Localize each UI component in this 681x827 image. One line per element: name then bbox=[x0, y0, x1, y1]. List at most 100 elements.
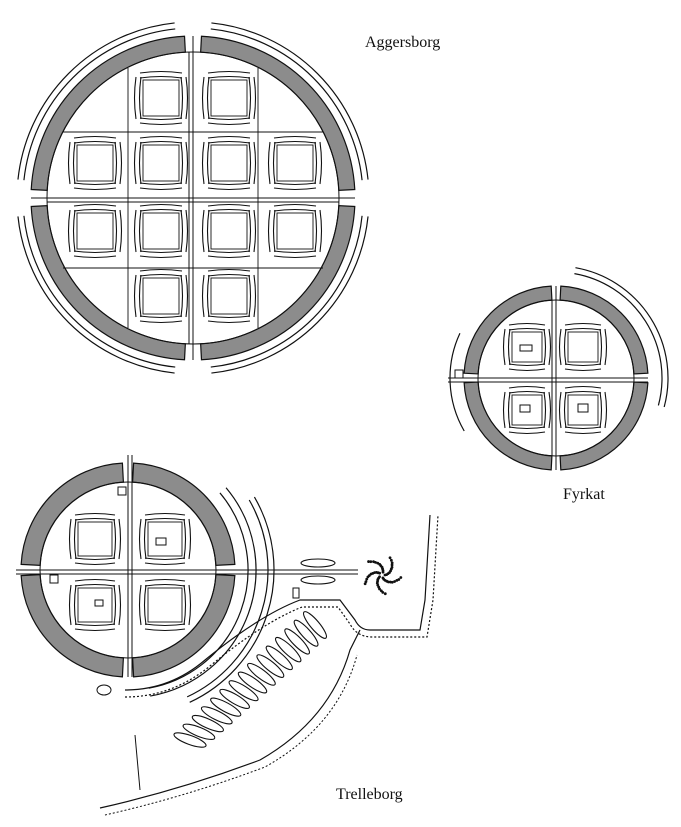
burial-marker bbox=[390, 563, 394, 567]
longhouse-wall bbox=[543, 391, 552, 429]
longhouse-wall bbox=[144, 578, 186, 587]
longhouse-wall bbox=[248, 141, 257, 185]
burial-marker bbox=[397, 578, 401, 581]
burial-marker bbox=[383, 592, 387, 596]
longhouse-wall bbox=[180, 141, 189, 185]
courtyard-outline bbox=[210, 277, 248, 315]
courtyard-outline bbox=[276, 212, 314, 250]
house-quad bbox=[67, 203, 123, 259]
longhouse-wall bbox=[564, 426, 602, 435]
house-quad bbox=[267, 135, 323, 191]
burial-marker bbox=[369, 560, 373, 564]
longhouse-wall bbox=[74, 623, 116, 632]
longhouse-wall bbox=[113, 584, 122, 626]
outer-longhouse bbox=[247, 662, 276, 686]
longhouse-wall bbox=[558, 328, 567, 366]
house-quad bbox=[133, 268, 189, 324]
outer-ward-ditch bbox=[124, 514, 439, 698]
longhouse-wall bbox=[68, 584, 77, 626]
rampart-segment bbox=[200, 35, 356, 191]
burial-marker bbox=[381, 570, 385, 574]
courtyard-outline bbox=[142, 79, 180, 117]
house-quad bbox=[133, 203, 189, 259]
longhouse-wall bbox=[201, 76, 210, 120]
outer-ditch-arc bbox=[23, 28, 176, 181]
outer-longhouse bbox=[293, 619, 319, 647]
house-quad bbox=[201, 70, 257, 126]
outer-longhouse bbox=[274, 636, 302, 663]
burial-marker bbox=[374, 570, 378, 574]
rampart-segment bbox=[30, 35, 186, 191]
house-quad bbox=[138, 512, 192, 566]
rampart-segment bbox=[559, 285, 649, 375]
outer-longhouse bbox=[302, 611, 328, 639]
burial-marker bbox=[390, 565, 394, 569]
longhouse-wall bbox=[139, 250, 183, 259]
courtyard-outline bbox=[77, 587, 113, 623]
courtyard-outline bbox=[511, 394, 543, 426]
longhouse-wall bbox=[74, 512, 116, 521]
longhouse-wall bbox=[139, 182, 183, 191]
longhouse-wall bbox=[138, 584, 147, 626]
burial-marker bbox=[393, 580, 396, 583]
outer-longhouse bbox=[200, 706, 233, 725]
house-quad bbox=[133, 135, 189, 191]
courtyard-outline bbox=[511, 331, 543, 363]
outer-ditch-arc bbox=[575, 267, 669, 408]
longhouse-wall bbox=[144, 557, 186, 566]
fortress-aggersborg bbox=[17, 22, 369, 374]
house-quad bbox=[201, 135, 257, 191]
longhouse-wall bbox=[207, 117, 251, 126]
outer-ward-arc bbox=[189, 496, 275, 703]
longhouse-wall bbox=[273, 203, 317, 212]
longhouse-wall bbox=[138, 518, 147, 560]
fortress-fyrkat bbox=[448, 267, 669, 471]
longhouse-wall bbox=[139, 268, 183, 277]
outer-longhouse bbox=[173, 732, 207, 748]
hearth-mark bbox=[519, 344, 533, 352]
longhouse-wall bbox=[73, 250, 117, 259]
longhouse-wall bbox=[558, 391, 567, 429]
longhouse-wall bbox=[74, 557, 116, 566]
longhouse-wall bbox=[207, 182, 251, 191]
outer-building bbox=[96, 684, 112, 696]
courtyard-outline bbox=[210, 79, 248, 117]
gate-marker bbox=[49, 574, 59, 584]
burial-marker bbox=[369, 572, 373, 576]
house-quad bbox=[133, 70, 189, 126]
rampart-segment bbox=[20, 573, 125, 678]
burial-marker bbox=[367, 560, 370, 563]
longhouse-wall bbox=[273, 250, 317, 259]
courtyard-outline bbox=[276, 144, 314, 182]
burial-marker bbox=[372, 560, 375, 564]
outer-ditch-arc bbox=[211, 216, 369, 374]
courtyard-outline bbox=[210, 144, 248, 182]
courtyard-outline bbox=[76, 212, 114, 250]
house-quad bbox=[68, 512, 122, 566]
outer-longhouse bbox=[300, 558, 336, 568]
burial-marker bbox=[388, 556, 392, 560]
longhouse-wall bbox=[207, 203, 251, 212]
longhouse-wall bbox=[508, 385, 546, 394]
longhouse-wall bbox=[207, 135, 251, 144]
house-quad bbox=[201, 203, 257, 259]
outer-longhouse bbox=[228, 680, 259, 702]
fortress-trelleborg bbox=[16, 455, 439, 816]
burial-marker bbox=[382, 577, 386, 581]
burial-marker bbox=[385, 573, 388, 576]
burial-marker bbox=[386, 580, 390, 584]
burial-marker bbox=[389, 558, 393, 562]
longhouse-wall bbox=[114, 209, 123, 253]
longhouse-wall bbox=[207, 70, 251, 79]
rampart-segment bbox=[200, 205, 356, 361]
longhouse-wall bbox=[508, 426, 546, 435]
approach-line bbox=[134, 734, 141, 791]
house-quad bbox=[558, 322, 608, 372]
outer-ward-rampart bbox=[124, 514, 431, 691]
outer-longhouse bbox=[284, 628, 310, 655]
house-quad bbox=[558, 385, 608, 435]
longhouse-wall bbox=[133, 141, 142, 185]
courtyard-outline bbox=[210, 212, 248, 250]
longhouse-wall bbox=[314, 209, 323, 253]
